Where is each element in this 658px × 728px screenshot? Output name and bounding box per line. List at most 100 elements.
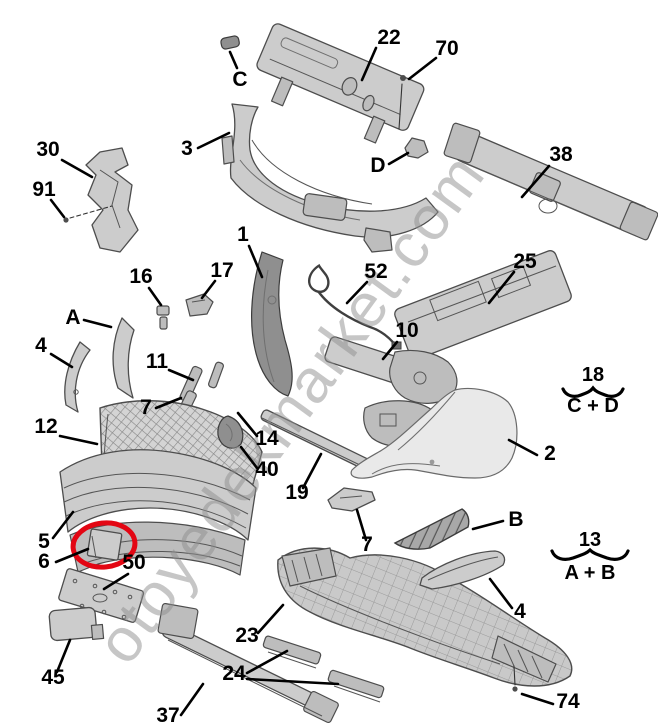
part-38-drawing (443, 122, 658, 241)
part-3-drawing (221, 103, 439, 253)
part-label-50: 50 (122, 551, 145, 574)
leader-5 (51, 510, 75, 540)
part-label-14: 14 (255, 427, 279, 450)
part-6-drawing (86, 528, 123, 561)
part-labels: 22 70 C 3 D 38 30 91 1 16 17 52 25 10 A … (32, 26, 580, 727)
highlight-ellipse-part-6 (70, 520, 138, 570)
part-a-drawing (112, 317, 135, 399)
leader-24b (245, 677, 340, 686)
leader-17 (200, 279, 217, 300)
part-1-drawing (251, 251, 293, 397)
leader-7-upper (154, 396, 183, 410)
leader-45 (55, 638, 72, 674)
part-22-drawing (256, 23, 425, 144)
leader-10 (381, 340, 399, 361)
leader-1 (247, 244, 264, 279)
group-13-number: 13 (579, 529, 601, 551)
leader-22 (360, 46, 378, 82)
part-label-30: 30 (36, 138, 59, 161)
part-label-23: 23 (235, 624, 258, 647)
part-25-drawing (394, 250, 572, 360)
part-c-clip-drawing (220, 35, 240, 50)
part-17-bracket-drawing (185, 293, 214, 317)
leader-52 (345, 280, 369, 305)
part-label-7-lower-right: 7 (361, 533, 373, 556)
leader-11 (167, 368, 195, 382)
leader-lines (49, 46, 555, 717)
leader-4-lower (488, 577, 514, 610)
part-label-70: 70 (435, 37, 458, 60)
part-label-45: 45 (41, 666, 65, 689)
leader-16 (147, 286, 163, 307)
part-7-lower-drawing (327, 487, 376, 512)
leader-14 (236, 411, 259, 438)
part-label-25: 25 (513, 250, 537, 273)
part-label-7-upper-left: 7 (140, 396, 152, 419)
leader-50 (102, 572, 130, 591)
part-label-10: 10 (395, 319, 418, 342)
leader-b (471, 519, 505, 531)
part-label-19: 19 (285, 481, 308, 504)
leader-2 (507, 438, 539, 457)
part-45-drawing (48, 606, 105, 642)
part-37-drawing (157, 602, 339, 724)
leader-74 (520, 692, 555, 706)
part-74-screw-drawing (512, 665, 518, 692)
parts-artwork (48, 23, 658, 724)
part-label-3: 3 (181, 137, 193, 160)
part-label-5: 5 (38, 530, 50, 553)
part-2-drawing (350, 387, 518, 479)
group-13-formula: A + B (565, 562, 616, 584)
part-label-52: 52 (364, 260, 387, 283)
part-14-40-drawing (217, 415, 244, 449)
part-label-74: 74 (556, 690, 580, 713)
part-70-screw-drawing (398, 75, 406, 130)
part-d-bracket-drawing (404, 137, 429, 159)
part-label-12: 12 (34, 415, 57, 438)
leader-37 (179, 682, 205, 717)
group-label-13-ab: 13 A + B (550, 529, 630, 584)
leader-25 (487, 270, 516, 305)
part-label-4-lower-right: 4 (514, 600, 526, 623)
group-13-brace (550, 547, 630, 561)
part-label-16: 16 (129, 265, 152, 288)
part-91-screw-drawing (63, 205, 113, 223)
part-label-38: 38 (549, 143, 573, 166)
leader-91 (49, 198, 66, 219)
leader-24a (245, 649, 289, 675)
part-label-91: 91 (32, 178, 56, 201)
group-18-formula: C + D (567, 395, 619, 417)
part-label-4-upper-left: 4 (35, 334, 47, 357)
part-b-drawing (393, 508, 470, 550)
group-label-18-cd: 18 C + D (561, 364, 625, 417)
leader-70 (407, 56, 438, 81)
part-50-drawing (58, 568, 145, 623)
part-label-b: B (508, 508, 523, 531)
part-label-d: D (370, 154, 385, 177)
group-18-brace (561, 385, 625, 398)
leader-40 (239, 445, 259, 470)
part-30-drawing (85, 147, 139, 253)
group-18-number: 18 (582, 364, 604, 386)
leader-c (228, 50, 239, 70)
leader-4-upper (49, 352, 74, 369)
part-label-a: A (65, 306, 80, 329)
leader-38 (520, 164, 551, 199)
leader-7-lower (355, 508, 368, 542)
leader-19 (301, 452, 323, 490)
leader-30 (60, 158, 94, 179)
part-23-drawing (277, 547, 573, 687)
part-label-c: C (232, 68, 247, 91)
leader-a (82, 318, 113, 329)
part-label-11: 11 (146, 350, 169, 373)
part-label-40: 40 (255, 458, 278, 481)
part-24-strips-drawing (262, 635, 385, 703)
part-label-24: 24 (222, 662, 246, 685)
part-label-2: 2 (544, 442, 556, 465)
leader-d (387, 151, 410, 166)
part-label-37: 37 (156, 704, 179, 727)
part-16-clip-drawing (156, 305, 170, 330)
leader-6 (54, 547, 90, 564)
